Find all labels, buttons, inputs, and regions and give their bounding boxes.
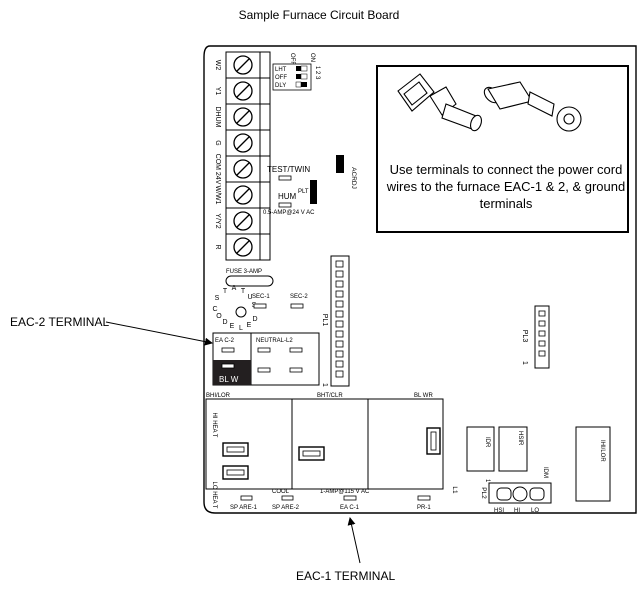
instruction-note: Use terminals to connect the power cord … — [386, 162, 626, 211]
fuse — [225, 275, 274, 287]
terminal-label-w2: W2 — [214, 60, 221, 71]
hum-label: HUM — [278, 192, 297, 201]
pl1-connector: PL1 1 — [321, 255, 350, 387]
svg-text:BHI/LOR: BHI/LOR — [206, 393, 231, 399]
l1-label: L1 — [451, 486, 458, 494]
neutral-label: NEUTRAL-L2 — [256, 338, 293, 344]
svg-text:C: C — [212, 306, 217, 313]
terminal-label-y2: Y/Y2 — [214, 213, 221, 228]
svg-text:DLY: DLY — [275, 83, 286, 89]
svg-text:E: E — [230, 323, 235, 330]
svg-text:ON: ON — [309, 53, 315, 62]
svg-text:BHT/CLR: BHT/CLR — [317, 393, 343, 399]
svg-text:IDM: IDM — [542, 467, 548, 478]
plt-label: PLT — [298, 189, 309, 195]
sec2-label: SEC-2 — [290, 294, 308, 300]
svg-text:LO: LO — [531, 508, 539, 514]
sec1-label: SEC-1 — [252, 294, 270, 300]
svg-text:1-AMP@115 V AC: 1-AMP@115 V AC — [320, 489, 370, 495]
svg-text:D: D — [222, 319, 227, 326]
svg-text:PR-1: PR-1 — [417, 505, 431, 511]
eac2-neutral-block: EA C-2 NEUTRAL-L2 BL W — [212, 332, 320, 386]
svg-text:PL1: PL1 — [321, 314, 328, 327]
pl3-connector: PL3 1 — [521, 305, 550, 369]
spade-terminal-icon — [397, 73, 482, 132]
svg-text:SP ARE-2: SP ARE-2 — [272, 505, 300, 511]
svg-text:IHI/LOR: IHI/LOR — [599, 440, 605, 462]
terminal-label-com: COM 24V — [214, 154, 221, 185]
ring-terminal-icon — [483, 81, 582, 132]
svg-text:PL3: PL3 — [521, 330, 528, 343]
terminal-screws — [233, 55, 253, 257]
terminal-label-r: R — [214, 244, 221, 249]
svg-text:A: A — [232, 285, 237, 292]
svg-text:IDR: IDR — [484, 437, 490, 448]
svg-text:1: 1 — [521, 361, 528, 365]
test-twin-label: TEST/TWIN — [267, 165, 310, 174]
svg-text:E: E — [247, 322, 252, 329]
svg-text:S: S — [215, 295, 220, 302]
eac1-terminal-callout: EAC-1 TERMINAL — [296, 569, 396, 583]
plt-block — [310, 180, 317, 204]
svg-text:D: D — [252, 316, 257, 323]
acrdj-label: ACRDJ — [350, 167, 357, 189]
svg-text:OFF: OFF — [275, 75, 287, 81]
svg-text:COOL: COOL — [272, 489, 290, 495]
svg-text:1 2 3: 1 2 3 — [314, 66, 320, 80]
svg-text:T: T — [241, 288, 246, 295]
svg-text:LHT: LHT — [275, 67, 287, 73]
terminal-label-w1: W/W1 — [214, 185, 221, 204]
svg-text:SP ARE-1: SP ARE-1 — [230, 505, 258, 511]
svg-text:BL WR: BL WR — [414, 393, 433, 399]
svg-text:HSIR: HSIR — [517, 431, 523, 446]
svg-text:EA C-1: EA C-1 — [340, 505, 360, 511]
eac2-callout-arrow — [105, 321, 213, 346]
svg-text:U: U — [247, 294, 252, 301]
svg-text:1: 1 — [321, 383, 328, 387]
svg-text:OFF: OFF — [289, 53, 295, 65]
svg-text:HSI: HSI — [494, 508, 504, 514]
acrdj-block — [336, 155, 344, 173]
terminal-label-dhum: DHUM — [214, 107, 221, 128]
svg-text:L: L — [239, 325, 243, 332]
igniter-relays: IDR HSIR IDM 1 IHI/LOR — [466, 426, 611, 502]
svg-text:1: 1 — [484, 479, 490, 483]
svg-text:T: T — [223, 288, 228, 295]
relay-block: BHI/LOR BHT/CLR BL WR HI HEA T LO HEA T … — [205, 393, 444, 509]
terminal-strip: W2 Y1 DHUM G COM 24V W/W1 Y/Y2 R — [214, 51, 271, 261]
svg-text:PL2: PL2 — [480, 487, 487, 499]
diagram-title: Sample Furnace Circuit Board — [238, 8, 400, 22]
eac1-callout-arrow — [347, 517, 361, 564]
eac2-terminal-callout: EAC-2 TERMINAL — [10, 315, 110, 329]
eac2-small-label: EA C-2 — [215, 338, 235, 344]
dip-switch: OFF ON LHT OFF DLY 1 2 3 — [272, 53, 320, 91]
svg-text:LO HEA T: LO HEA T — [211, 482, 217, 509]
pl2-connector: PL2 HSI HI LO — [480, 482, 552, 514]
terminal-label-y1: Y1 — [214, 87, 221, 96]
svg-text:HI: HI — [514, 508, 520, 514]
blw-label: BL W — [219, 375, 239, 384]
svg-text:HI HEA T: HI HEA T — [211, 413, 217, 438]
hum-rating-label: 0.5-AMP@24 V AC — [263, 210, 315, 216]
svg-text:O: O — [216, 313, 222, 320]
terminal-label-g: G — [214, 140, 221, 145]
fuse-label: FUSE 3-AMP — [226, 269, 262, 275]
